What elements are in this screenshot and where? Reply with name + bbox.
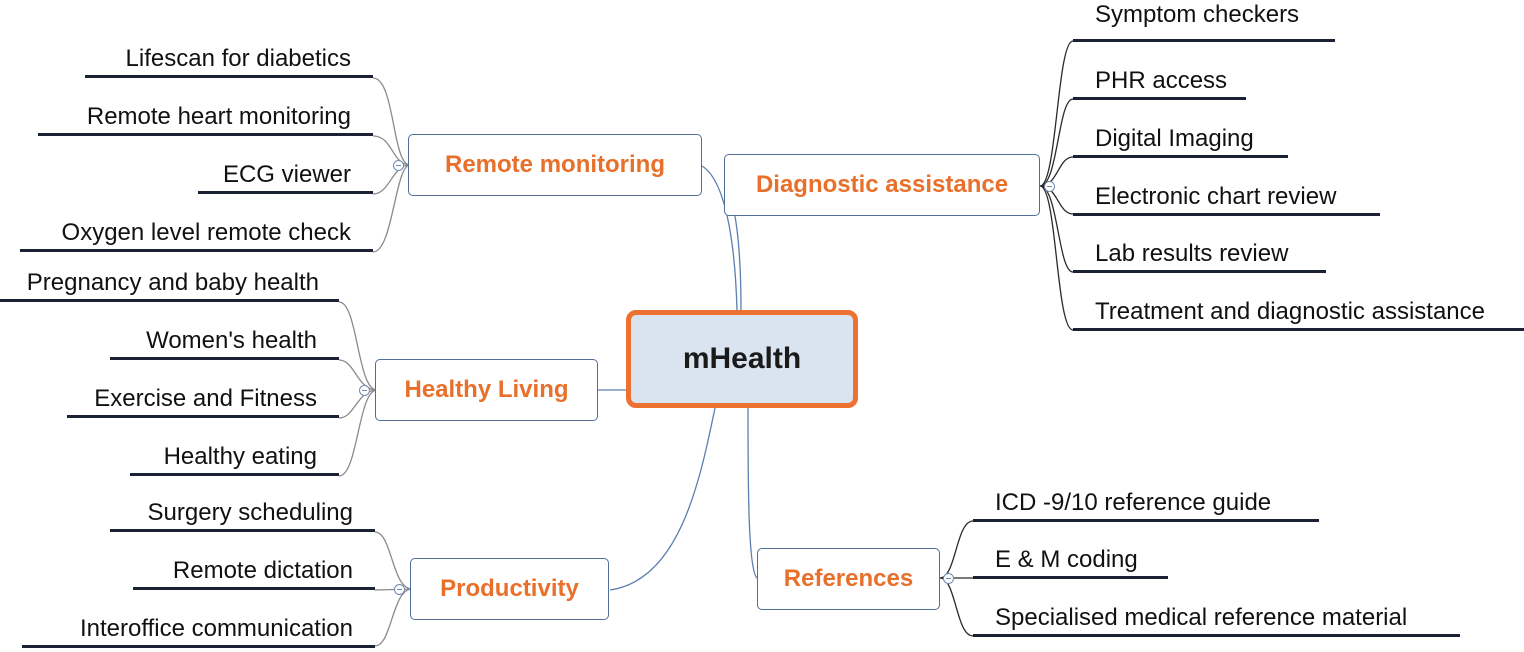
- branch-label: References: [783, 565, 914, 592]
- leaf-e-and-m-coding[interactable]: E & M coding: [973, 545, 1168, 579]
- branch-references[interactable]: References: [757, 548, 940, 610]
- leaf-surgery-scheduling[interactable]: Surgery scheduling: [110, 498, 375, 532]
- leaf-remote-dictation[interactable]: Remote dictation: [133, 556, 375, 590]
- collapse-toggle-icon[interactable]: [394, 584, 405, 595]
- collapse-toggle-icon[interactable]: [393, 160, 404, 171]
- leaf-interoffice-communication[interactable]: Interoffice communication: [22, 614, 375, 648]
- collapse-toggle-icon[interactable]: [1044, 181, 1055, 192]
- leaf-womens-health[interactable]: Women's health: [110, 326, 339, 360]
- branch-diagnostic-assistance[interactable]: Diagnostic assistance: [724, 154, 1040, 216]
- leaf-digital-imaging[interactable]: Digital Imaging: [1073, 124, 1288, 158]
- connector-fan-healthy-living: [338, 301, 378, 477]
- connector-central-productivity: [609, 407, 716, 591]
- leaf-exercise-and-fitness[interactable]: Exercise and Fitness: [67, 384, 339, 418]
- leaf-electronic-chart-review[interactable]: Electronic chart review: [1073, 182, 1380, 216]
- connector-central-references: [747, 407, 758, 579]
- leaf-icd-reference-guide[interactable]: ICD -9/10 reference guide: [973, 488, 1319, 522]
- central-topic-mhealth[interactable]: mHealth: [626, 310, 858, 408]
- branch-productivity[interactable]: Productivity: [410, 558, 609, 620]
- leaf-lifescan-for-diabetics[interactable]: Lifescan for diabetics: [85, 44, 373, 78]
- leaf-lab-results-review[interactable]: Lab results review: [1073, 239, 1326, 273]
- connector-fan-remote-monitoring: [372, 77, 411, 253]
- central-topic-label: mHealth: [682, 342, 802, 375]
- leaf-treatment-and-diagnostic-assistance[interactable]: Treatment and diagnostic assistance: [1073, 297, 1524, 331]
- leaf-pregnancy-and-baby-health[interactable]: Pregnancy and baby health: [0, 268, 339, 302]
- collapse-toggle-icon[interactable]: [359, 385, 370, 396]
- branch-label: Remote monitoring: [445, 151, 665, 178]
- branch-label: Diagnostic assistance: [755, 171, 1009, 198]
- leaf-phr-access[interactable]: PHR access: [1073, 66, 1246, 100]
- branch-label: Healthy Living: [404, 376, 569, 403]
- branch-label: Productivity: [440, 575, 579, 602]
- leaf-remote-heart-monitoring[interactable]: Remote heart monitoring: [38, 102, 373, 136]
- leaf-healthy-eating[interactable]: Healthy eating: [130, 442, 339, 476]
- leaf-specialised-medical-reference-material[interactable]: Specialised medical reference material: [973, 603, 1460, 637]
- connector-central-remote-monitoring: [701, 165, 738, 311]
- connector-fan-diagnostic-assistance: [1039, 40, 1074, 331]
- leaf-ecg-viewer[interactable]: ECG viewer: [198, 160, 373, 194]
- connector-fan-productivity: [374, 531, 413, 647]
- branch-healthy-living[interactable]: Healthy Living: [375, 359, 598, 421]
- branch-remote-monitoring[interactable]: Remote monitoring: [408, 134, 702, 196]
- collapse-toggle-icon[interactable]: [943, 573, 954, 584]
- leaf-oxygen-level-remote-check[interactable]: Oxygen level remote check: [20, 218, 373, 252]
- leaf-symptom-checkers[interactable]: Symptom checkers: [1073, 0, 1335, 42]
